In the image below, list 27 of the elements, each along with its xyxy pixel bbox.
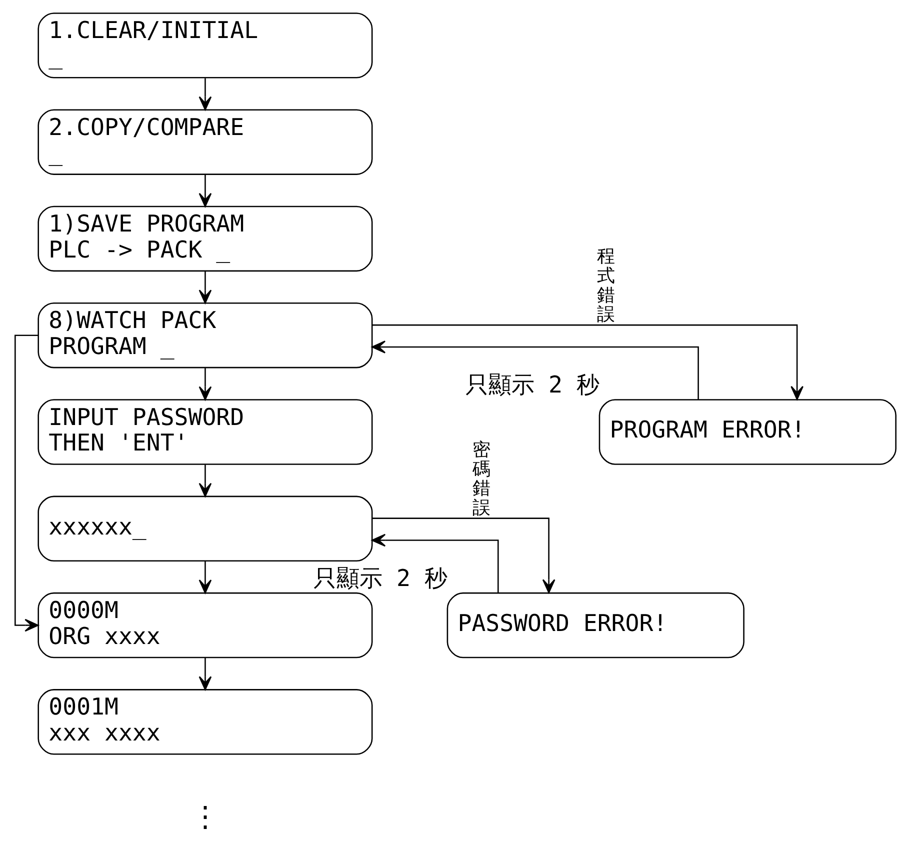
arrow bbox=[372, 534, 499, 593]
node-box: 0001M xxx xxxx bbox=[38, 689, 373, 755]
arrow bbox=[198, 464, 212, 497]
arrow bbox=[198, 561, 212, 594]
node-box: 1.CLEAR/INITIAL _ bbox=[38, 12, 373, 78]
node-box: PASSWORD ERROR! bbox=[446, 592, 744, 658]
arrow bbox=[198, 658, 212, 690]
node-box: PROGRAM ERROR! bbox=[598, 399, 896, 465]
edge-label: 密碼錯誤 bbox=[472, 439, 491, 518]
node-box: INPUT PASSWORD THEN 'ENT' bbox=[38, 399, 373, 465]
arrow bbox=[372, 340, 699, 400]
node-box: 2.COPY/COMPARE _ bbox=[38, 109, 373, 175]
node-box: 8)WATCH PACK PROGRAM _ bbox=[38, 302, 373, 368]
arrow bbox=[198, 368, 212, 400]
arrow bbox=[198, 271, 212, 304]
label: ⋮ bbox=[191, 800, 220, 833]
arrow bbox=[198, 174, 212, 208]
node-box: 0000M ORG xxxx bbox=[38, 592, 373, 658]
arrow bbox=[372, 324, 804, 400]
arrow bbox=[372, 518, 556, 594]
node-label: 只顯示 2 秒 bbox=[466, 372, 600, 399]
arrow bbox=[198, 78, 212, 110]
arrow bbox=[14, 334, 39, 632]
edge-label: 程式錯誤 bbox=[596, 246, 615, 326]
node-label: 只顯示 2 秒 bbox=[314, 564, 448, 592]
node-box: 1)SAVE PROGRAM PLC -> PACK _ bbox=[38, 206, 373, 272]
node-box: xxxxxx_ bbox=[38, 496, 373, 562]
